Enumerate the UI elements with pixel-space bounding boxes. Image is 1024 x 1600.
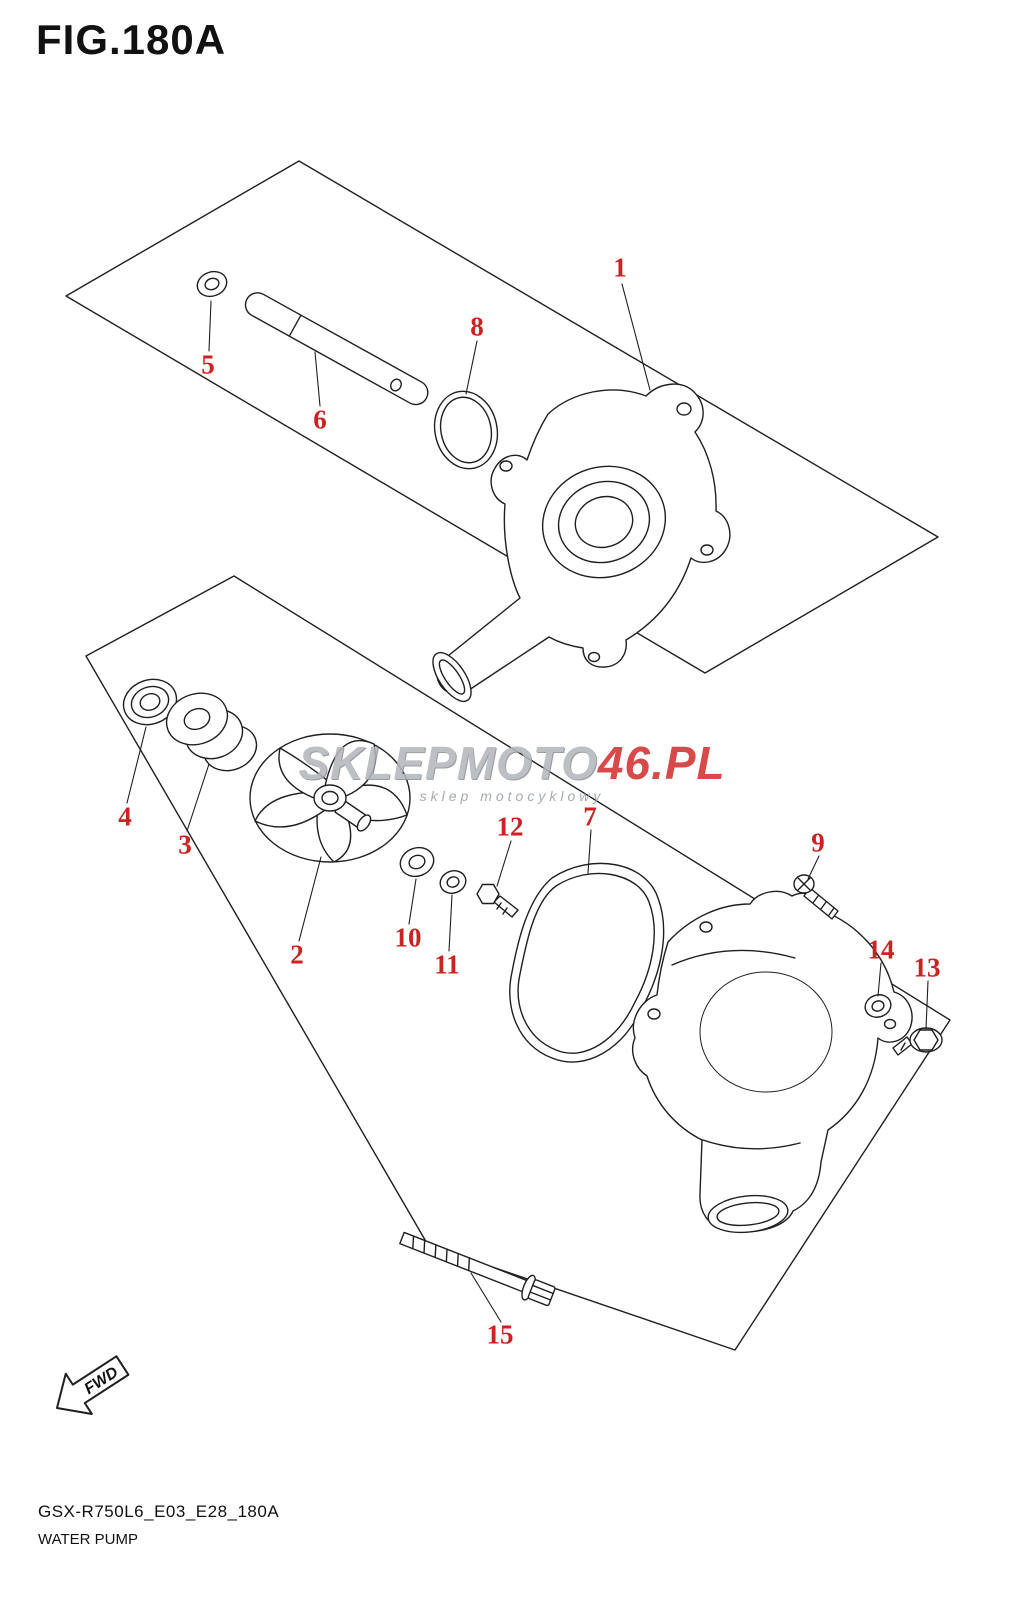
part-3-mechanical-seal — [165, 692, 258, 772]
leader-lines — [126, 283, 929, 1323]
part-label-1: 1 — [613, 252, 627, 283]
part-14-washer — [864, 994, 892, 1018]
part-15-long-bolt — [399, 1231, 556, 1307]
part-1-pump-housing — [432, 383, 731, 703]
part-6-shaft — [244, 292, 429, 406]
fwd-arrow: FWD — [56, 1355, 130, 1415]
part-12-bolt — [476, 883, 519, 918]
part-2-impeller — [249, 733, 411, 863]
part-label-14: 14 — [867, 934, 895, 965]
part-label-13: 13 — [913, 952, 941, 983]
part-11-lock-washer — [439, 870, 467, 894]
part-13-flange-bolt — [892, 1027, 943, 1056]
part-label-11: 11 — [434, 949, 460, 980]
footer-part-code: GSX-R750L6_E03_E28_180A — [38, 1502, 280, 1521]
part-label-2: 2 — [290, 939, 304, 970]
part-label-9: 9 — [811, 827, 825, 858]
part-label-15: 15 — [486, 1319, 514, 1350]
part-7-gasket — [509, 862, 665, 1063]
part-9-screw — [793, 874, 839, 920]
part-5-washer — [196, 270, 228, 298]
part-label-8: 8 — [470, 311, 484, 342]
part-label-10: 10 — [394, 922, 422, 953]
figure-title: FIG.180A — [36, 16, 227, 63]
part-8-o-ring — [433, 390, 499, 470]
part-label-3: 3 — [178, 829, 192, 860]
pump-rear-cover — [631, 890, 913, 1234]
part-label-4: 4 — [118, 801, 132, 832]
footer: GSX-R750L6_E03_E28_180A WATER PUMP — [38, 1502, 279, 1548]
housing-pipe-opening — [432, 651, 472, 703]
part-label-12: 12 — [496, 811, 524, 842]
iso-box-upper — [65, 160, 939, 674]
part-10-washer — [399, 846, 435, 878]
part-4-seal-ring — [122, 678, 178, 726]
footer-figure-name: WATER PUMP — [38, 1531, 138, 1548]
part-label-5: 5 — [201, 349, 215, 380]
iso-box-lower — [85, 575, 951, 1351]
part-label-6: 6 — [313, 404, 327, 435]
part-label-7: 7 — [583, 801, 597, 832]
